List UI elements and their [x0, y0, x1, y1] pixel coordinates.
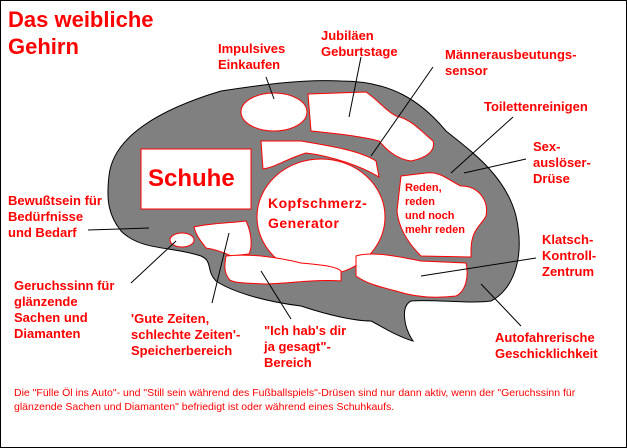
label-jubilaeen: Jubiläen Geburtstage — [321, 28, 398, 59]
label-geruchssinn: Geruchssinn für glänzende Sachen und Dia… — [14, 278, 115, 341]
region-ich-habs — [224, 254, 342, 285]
schuhe-region-label: Schuhe — [148, 165, 235, 192]
kopfschmerz-region-label: Kopfschmerz- Generator — [268, 195, 368, 231]
diagram-title: Das weibliche Gehirn — [8, 7, 154, 59]
label-sexausloeser: Sex- auslöser- Drüse — [533, 139, 591, 186]
region-schuhe — [140, 148, 252, 210]
region-impulsives-einkaufen — [240, 92, 308, 132]
region-klatsch — [355, 253, 468, 298]
label-maennerausbeutung: Männerausbeutungs- sensor — [445, 47, 577, 78]
label-toilettenreinigen: Toilettenreinigen — [484, 99, 588, 114]
reden-region-label: Reden, reden und noch mehr reden — [405, 182, 465, 236]
region-reden — [396, 172, 488, 258]
label-klatsch: Klatsch- Kontroll- Zentrum — [542, 232, 597, 279]
region-geruchssinn — [169, 232, 195, 248]
label-ich-habs: "Ich hab's dir ja gesagt"- Bereich — [264, 323, 347, 370]
label-autofahrer: Autofahrerische Geschicklichkeit — [495, 330, 598, 361]
footnote: Die "Fülle Öl ins Auto"- und "Still sein… — [14, 387, 576, 413]
label-gute-zeiten: 'Gute Zeiten, schlechte Zeiten'- Speiche… — [131, 311, 241, 358]
pointer-lines — [87, 56, 537, 327]
region-jubilaeen — [307, 91, 435, 162]
label-bewusstsein: Bewußtsein für Bedürfnisse und Bedarf — [8, 193, 102, 240]
region-maennerausbeutung — [260, 140, 380, 179]
label-impulsives-einkaufen: Impulsives Einkaufen — [218, 41, 286, 72]
